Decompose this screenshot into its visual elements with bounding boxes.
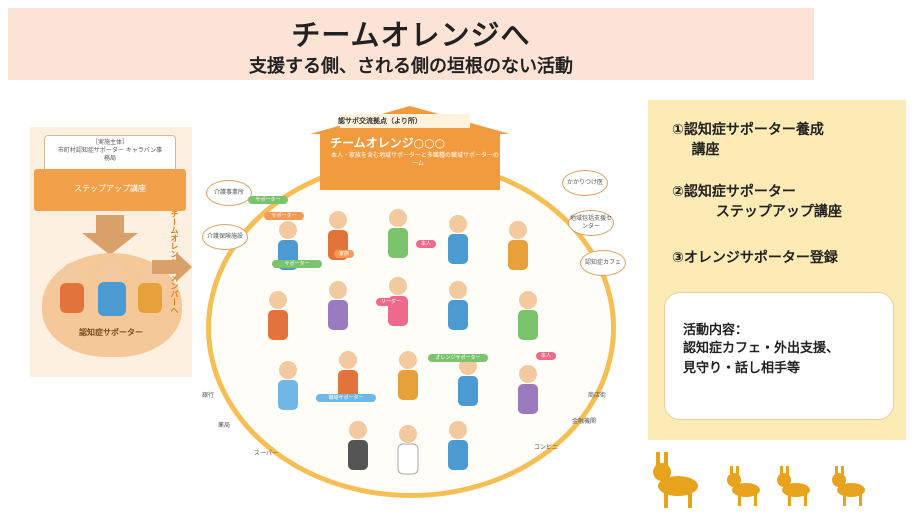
role-chip: サポーター	[264, 212, 304, 220]
role-chip: 本人	[416, 240, 436, 248]
role-chip: 家族	[334, 250, 354, 258]
activity-description: 認知症カフェ・外出支援、 見守り・話し相手等	[683, 341, 840, 376]
stepup-label: ステップアップ講座	[74, 184, 146, 193]
chip-label: 本人	[420, 241, 431, 247]
org-name: 市町村認知症サポーター キャラバン事務局	[57, 147, 163, 162]
people-icon	[60, 260, 162, 316]
ring-label: 薬局	[218, 422, 231, 429]
facility-bubble: 認知症カフェ	[580, 250, 626, 276]
house-label: 認サポ交流拠点（より所）	[338, 117, 422, 125]
bubble-label: かかりつけ医	[566, 179, 604, 186]
org-box: ［実施主体］ 市町村認知症サポーター キャラバン事務局	[44, 135, 176, 173]
page-title: チームオレンジへ	[291, 18, 531, 52]
page-subtitle: 支援する側、される側の垣根のない活動	[249, 56, 573, 77]
header-banner: チームオレンジへ 支援する側、される側の垣根のない活動	[8, 8, 814, 80]
left-illustration: ［実施主体］ 市町村認知症サポーター キャラバン事務局 ステップアップ講座 認知…	[30, 127, 192, 377]
chip-label: 本人	[540, 353, 551, 359]
community-people-illustration	[268, 209, 538, 475]
right-arrow-icon	[152, 252, 192, 282]
team-orange-diagram: 認サポ交流拠点（より所） チームオレンジ○○○ 本人・家族を含む地域サポーターと…	[188, 100, 634, 513]
activity-box: 活動内容： 認知症カフェ・外出支援、 見守り・話し相手等	[664, 292, 894, 420]
ring-label: コンビニ	[534, 444, 559, 451]
activity-title: 活動内容：	[683, 323, 749, 338]
role-chip: サポーター	[248, 196, 288, 204]
program-item-1: ①認知症サポーター養成 講座	[672, 122, 824, 158]
bubble-label: 地域包括支援センター	[569, 215, 612, 230]
bubble-label: 認知症カフェ	[584, 259, 621, 266]
bubble-label: 介護事業所	[213, 189, 244, 196]
chip-label: サポーター	[271, 213, 297, 219]
house-title: チームオレンジ○○○	[330, 136, 446, 150]
ring-label: 金融機関	[572, 418, 597, 425]
role-chip: 職域サポーター	[316, 394, 376, 402]
chip-label: 職域サポーター	[328, 395, 364, 401]
facility-bubble: 介護事業所	[206, 180, 252, 206]
facility-bubble: かかりつけ医	[562, 170, 608, 196]
house-icon	[310, 106, 510, 190]
chip-label: サポーター	[255, 197, 281, 203]
supporter-label: 認知症サポーター	[79, 328, 143, 337]
facility-bubble: 介護保険施設	[202, 224, 248, 250]
ring-label: 商店街	[588, 392, 607, 399]
chip-label: 家族	[338, 251, 349, 257]
program-item-2: ②認知症サポーター ステップアップ講座	[672, 184, 842, 220]
bubble-label: 介護保険施設	[206, 233, 243, 240]
chip-label: リーダー	[380, 299, 401, 305]
role-chip: リーダー	[376, 298, 406, 306]
role-chip: サポーター	[272, 260, 322, 268]
ring-label: 銀行	[202, 392, 215, 399]
house-description: 本人・家族を含む地域サポーターと多職種の職域サポーターのチーム	[330, 152, 505, 167]
chip-label: サポーター	[284, 261, 310, 267]
stepup-course-box: ステップアップ講座	[34, 169, 186, 211]
facility-bubble: 地域包括支援センター	[568, 210, 614, 236]
ring-label: スーパー	[254, 450, 278, 457]
chip-label: オレンジサポーター	[435, 355, 481, 361]
down-arrow-icon	[82, 215, 138, 255]
role-chip: 本人	[536, 352, 556, 360]
org-tag: ［実施主体］	[91, 139, 128, 146]
program-item-3: ③オレンジサポーター登録	[672, 250, 838, 266]
program-panel: ①認知症サポーター養成 講座 ②認知症サポーター ステップアップ講座 ③オレンジ…	[648, 100, 906, 440]
donkey-mascot-icon	[653, 452, 865, 508]
role-chip: オレンジサポーター	[428, 354, 488, 362]
